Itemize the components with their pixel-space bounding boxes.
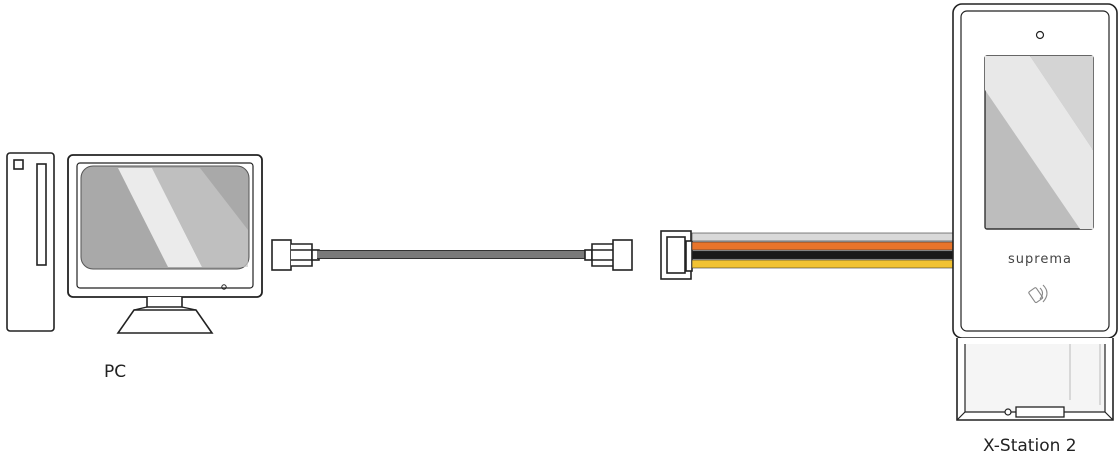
wire-4 (691, 259, 963, 269)
pc-monitor (67, 154, 263, 334)
wire-2 (691, 241, 963, 251)
wire-3 (691, 250, 963, 260)
pc-label: PC (104, 362, 127, 382)
colored-wires (691, 232, 963, 269)
device-brand-text: suprema (1008, 252, 1072, 267)
xstation2-label: X-Station 2 (983, 436, 1077, 456)
card-reader-icon (1028, 284, 1048, 303)
rj45-connector-left (271, 239, 320, 271)
xstation2-device (952, 3, 1118, 421)
ethernet-cable (317, 250, 589, 259)
pc-tower (6, 152, 55, 332)
wire-harness-connector (660, 230, 693, 280)
wire-1 (691, 232, 963, 242)
rj45-connector-right (584, 239, 633, 271)
